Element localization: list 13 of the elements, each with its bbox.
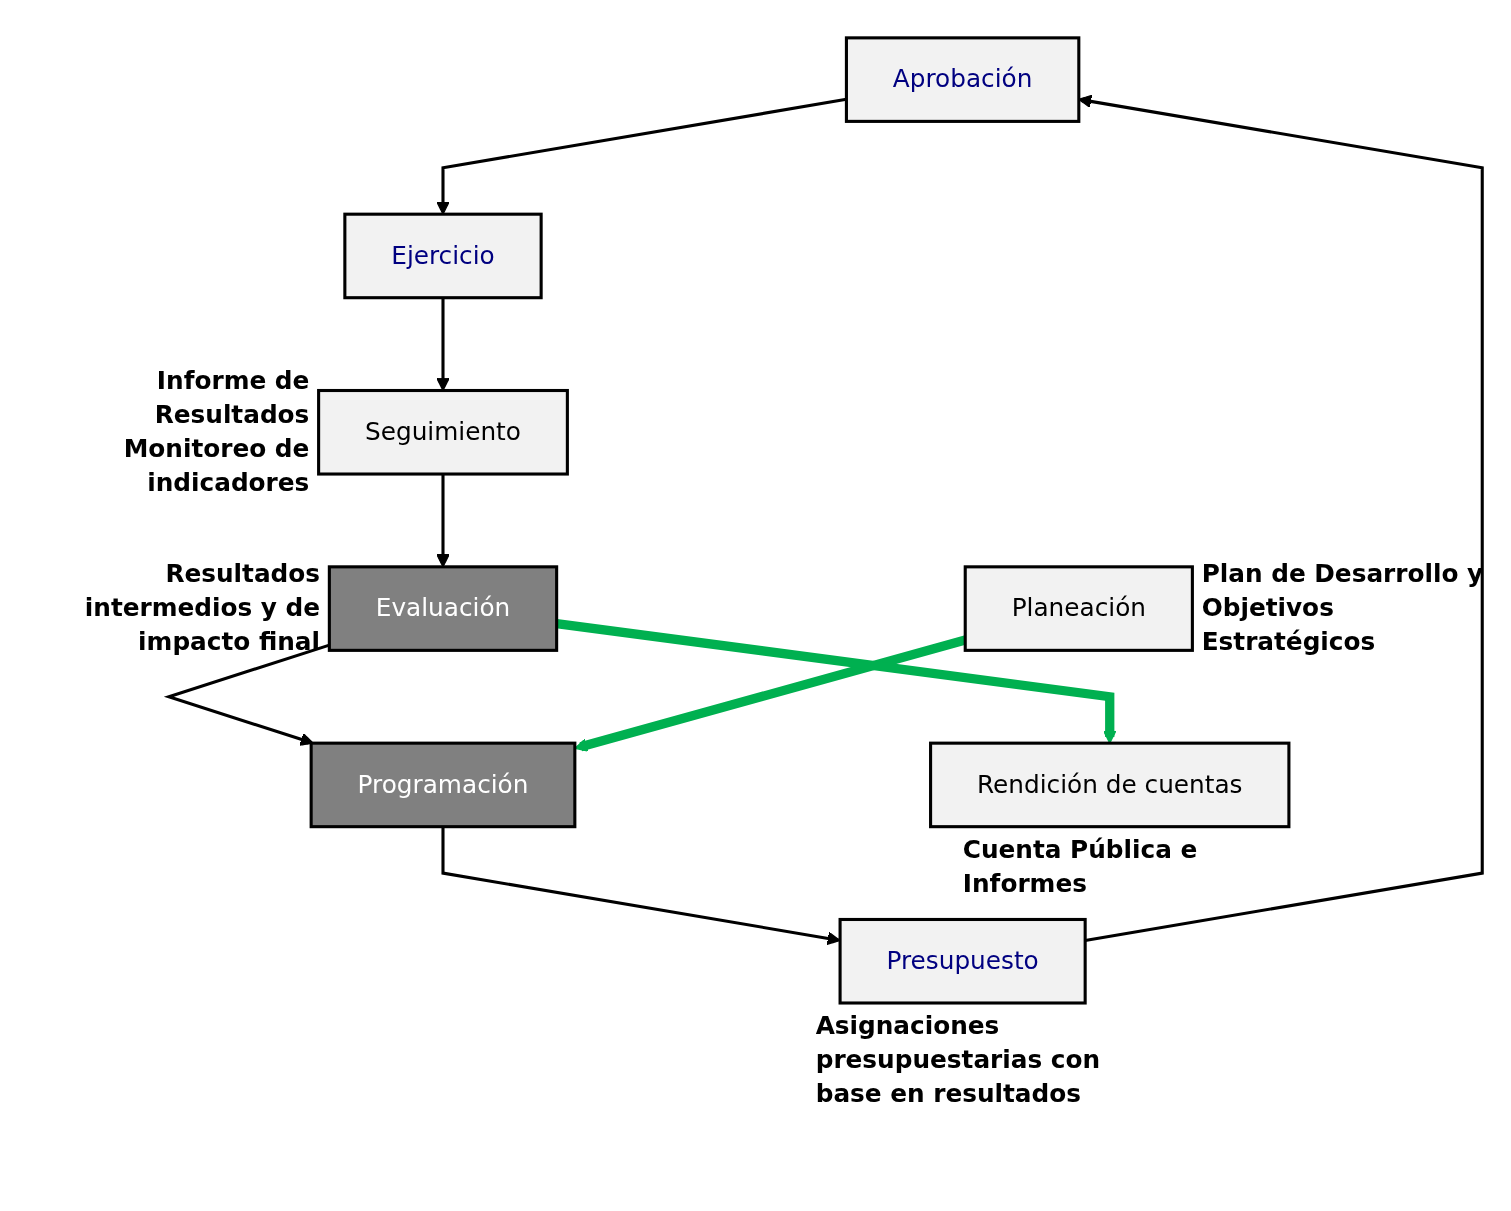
node-caption: Asignaciones presupuestarias con base en resultados: [815, 1009, 1102, 1111]
node-box: Programación: [309, 741, 577, 829]
node-box: Aprobación: [844, 36, 1081, 123]
node-box: Ejercicio: [343, 212, 543, 300]
node-caption: Cuenta Pública e Informes: [962, 833, 1199, 900]
node-caption: Resultados intermedios y de impacto final: [83, 558, 321, 659]
node-caption: Plan de Desarrollo y Objetivos Estratégicos: [1201, 558, 1485, 659]
node-box: Rendición de cuentas: [929, 741, 1291, 829]
node-caption: Informe de Resultados Monitoreo de indicadores: [122, 364, 310, 500]
node-box: Planeación: [963, 565, 1194, 652]
node-box: Seguimiento: [317, 388, 569, 476]
node-box: Evaluación: [327, 565, 559, 652]
node-box: Presupuesto: [838, 917, 1087, 1005]
